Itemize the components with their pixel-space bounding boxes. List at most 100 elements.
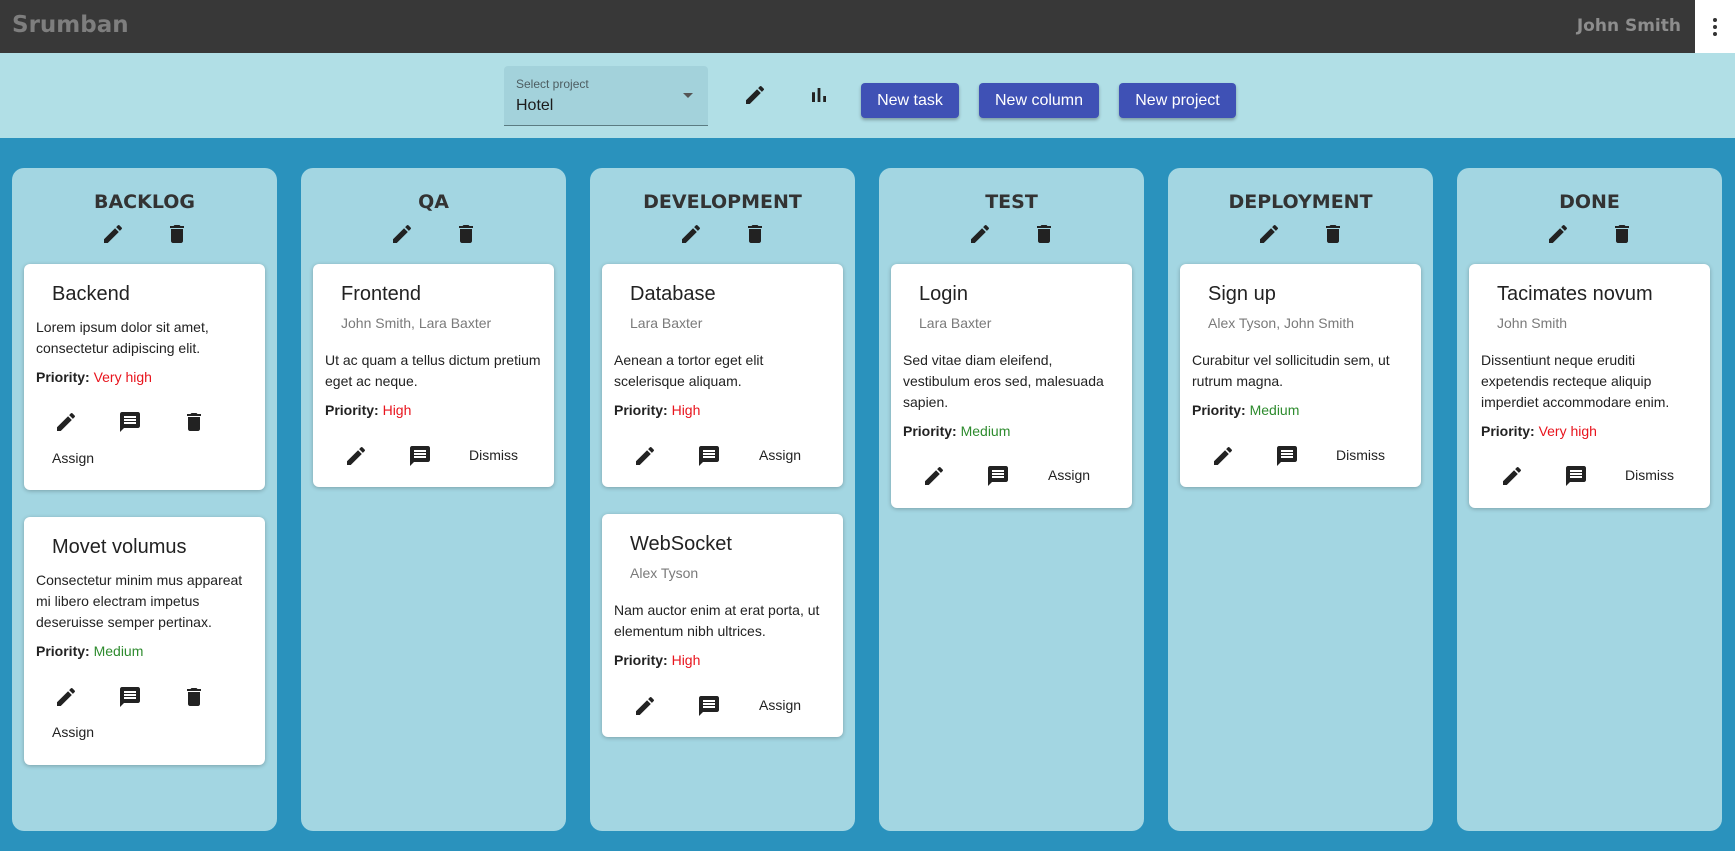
delete-column-button[interactable]: [743, 222, 767, 246]
trash-icon: [454, 222, 478, 246]
task-card[interactable]: Backend Lorem ipsum dolor sit amet, cons…: [24, 264, 265, 490]
edit-task-button[interactable]: [1211, 444, 1235, 468]
trash-icon: [182, 685, 206, 709]
new-project-button[interactable]: New project: [1119, 83, 1236, 118]
edit-project-button[interactable]: [743, 83, 767, 107]
comments-button[interactable]: [1564, 464, 1588, 488]
user-name[interactable]: John Smith: [1576, 16, 1681, 36]
assign-button[interactable]: Assign: [52, 724, 95, 740]
task-assignees: John Smith: [1497, 315, 1568, 331]
more-vert-icon: [1713, 17, 1717, 36]
task-card[interactable]: Database Lara Baxter Aenean a tortor ege…: [602, 264, 843, 487]
task-assignees: Alex Tyson, John Smith: [1208, 315, 1355, 331]
priority-label: Priority:: [1481, 423, 1535, 439]
pencil-icon: [633, 694, 657, 718]
edit-column-button[interactable]: [679, 222, 703, 246]
edit-task-button[interactable]: [633, 444, 657, 468]
comment-icon: [986, 464, 1010, 488]
comments-button[interactable]: [408, 444, 432, 468]
priority-value: Medium: [93, 643, 144, 659]
comments-button[interactable]: [118, 410, 142, 434]
edit-column-button[interactable]: [1546, 222, 1570, 246]
edit-column-button[interactable]: [1257, 222, 1281, 246]
priority-value: High: [671, 652, 701, 668]
dismiss-button[interactable]: Dismiss: [1625, 467, 1674, 483]
new-task-button[interactable]: New task: [861, 83, 959, 118]
pencil-icon: [968, 222, 992, 246]
task-priority: Priority: Medium: [36, 643, 143, 659]
priority-value: Medium: [960, 423, 1011, 439]
project-select-value: Hotel: [516, 97, 554, 114]
delete-column-button[interactable]: [454, 222, 478, 246]
app-bar: Srumban John Smith: [0, 0, 1735, 53]
pencil-icon: [1211, 444, 1235, 468]
priority-value: High: [382, 402, 412, 418]
assign-button[interactable]: Assign: [759, 697, 802, 713]
task-description: Consectetur minim mus appareat mi libero…: [36, 572, 243, 630]
task-title: Sign up: [1208, 283, 1276, 305]
priority-label: Priority:: [903, 423, 957, 439]
task-card[interactable]: Movet volumus Consectetur minim mus appa…: [24, 517, 265, 765]
delete-task-button[interactable]: [182, 685, 206, 709]
column-qa: QA Frontend John Smith, Lara Baxter Ut a…: [301, 168, 566, 831]
task-description: Aenean a tortor eget elit scelerisque al…: [614, 352, 764, 389]
task-title: Login: [919, 283, 968, 305]
comments-button[interactable]: [1275, 444, 1299, 468]
trash-icon: [165, 222, 189, 246]
delete-column-button[interactable]: [1032, 222, 1056, 246]
edit-column-button[interactable]: [968, 222, 992, 246]
task-card[interactable]: Login Lara Baxter Sed vitae diam eleifen…: [891, 264, 1132, 508]
comment-icon: [408, 444, 432, 468]
comments-button[interactable]: [986, 464, 1010, 488]
column-backlog: BACKLOG Backend Lorem ipsum dolor sit am…: [12, 168, 277, 831]
assign-button[interactable]: Assign: [1048, 467, 1091, 483]
edit-task-button[interactable]: [633, 694, 657, 718]
edit-column-button[interactable]: [390, 222, 414, 246]
assign-button[interactable]: Assign: [52, 450, 95, 466]
statistics-button[interactable]: [807, 83, 831, 107]
delete-column-button[interactable]: [165, 222, 189, 246]
app-brand[interactable]: Srumban: [12, 12, 129, 38]
pencil-icon: [679, 222, 703, 246]
comments-button[interactable]: [697, 694, 721, 718]
new-column-button[interactable]: New column: [979, 83, 1099, 118]
delete-task-button[interactable]: [182, 410, 206, 434]
delete-column-button[interactable]: [1321, 222, 1345, 246]
pencil-icon: [743, 83, 767, 107]
bar-chart-icon: [807, 83, 831, 107]
comments-button[interactable]: [118, 685, 142, 709]
dropdown-caret-icon: [683, 93, 693, 98]
edit-task-button[interactable]: [344, 444, 368, 468]
edit-column-button[interactable]: [101, 222, 125, 246]
delete-column-button[interactable]: [1610, 222, 1634, 246]
task-card[interactable]: Tacimates novum John Smith Dissentiunt n…: [1469, 264, 1710, 508]
edit-task-button[interactable]: [54, 685, 78, 709]
task-description: Nam auctor enim at erat porta, ut elemen…: [614, 602, 820, 639]
assign-button[interactable]: Assign: [759, 447, 802, 463]
comment-icon: [697, 444, 721, 468]
pencil-icon: [344, 444, 368, 468]
comments-button[interactable]: [697, 444, 721, 468]
task-priority: Priority: Very high: [36, 369, 152, 385]
task-priority: Priority: High: [614, 652, 700, 668]
dismiss-button[interactable]: Dismiss: [469, 447, 518, 463]
task-card[interactable]: WebSocket Alex Tyson Nam auctor enim at …: [602, 514, 843, 737]
comment-icon: [118, 685, 142, 709]
task-card[interactable]: Frontend John Smith, Lara Baxter Ut ac q…: [313, 264, 554, 487]
more-menu-button[interactable]: [1695, 0, 1735, 53]
edit-task-button[interactable]: [54, 410, 78, 434]
task-description: Sed vitae diam eleifend, vestibulum eros…: [903, 352, 1104, 410]
pencil-icon: [922, 464, 946, 488]
project-select[interactable]: Select project Hotel: [504, 66, 708, 126]
column-done: DONE Tacimates novum John Smith Dissenti…: [1457, 168, 1722, 831]
pencil-icon: [1257, 222, 1281, 246]
column-title: DEPLOYMENT: [1228, 191, 1373, 213]
task-assignees: Lara Baxter: [630, 315, 703, 331]
task-card[interactable]: Sign up Alex Tyson, John Smith Curabitur…: [1180, 264, 1421, 487]
edit-task-button[interactable]: [1500, 464, 1524, 488]
dismiss-button[interactable]: Dismiss: [1336, 447, 1385, 463]
priority-label: Priority:: [325, 402, 379, 418]
task-assignees: John Smith, Lara Baxter: [341, 315, 492, 331]
task-priority: Priority: High: [325, 402, 411, 418]
edit-task-button[interactable]: [922, 464, 946, 488]
